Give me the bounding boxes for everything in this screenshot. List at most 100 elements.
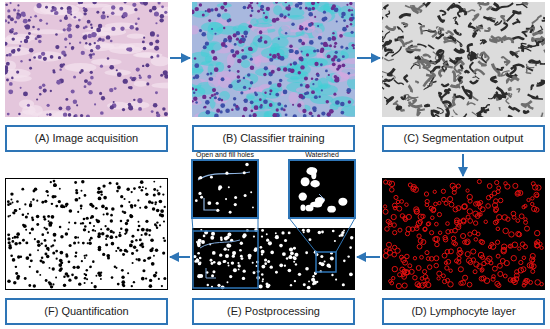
- lymphocyte: [477, 180, 481, 184]
- nucleus: [297, 103, 301, 107]
- texture-stroke: [386, 11, 390, 17]
- flow-arrow: [170, 256, 190, 258]
- counted-cell: [41, 201, 44, 204]
- nucleus: [275, 93, 279, 97]
- nucleus: [20, 60, 22, 62]
- nucleus: [249, 114, 252, 117]
- nucleus: [269, 103, 273, 107]
- nuclei: [5, 2, 168, 117]
- counted-cell: [26, 256, 30, 260]
- nucleus: [275, 2, 278, 4]
- nucleus: [52, 69, 55, 72]
- mask-ground: [192, 228, 355, 290]
- nucleus: [110, 105, 114, 109]
- nucleus: [75, 25, 79, 29]
- mask-object: [229, 211, 232, 214]
- nucleus: [195, 7, 199, 11]
- counted-cell: [84, 194, 87, 197]
- nucleus: [269, 54, 272, 57]
- counted-cell: [29, 203, 32, 206]
- counted-cell: [60, 261, 63, 264]
- mask-object: [212, 251, 216, 255]
- counted-cell: [46, 190, 49, 193]
- counted-cell: [48, 221, 52, 225]
- counted-cell: [129, 244, 133, 248]
- counted-cell: [36, 200, 38, 202]
- nucleus: [290, 63, 292, 65]
- nucleus: [251, 7, 253, 9]
- lymphocyte: [383, 209, 388, 214]
- counted-cell: [162, 193, 164, 195]
- counted-cell: [46, 255, 50, 259]
- lymphocyte: [408, 264, 412, 268]
- lymphocyte: [461, 219, 466, 224]
- counted-cell: [81, 260, 83, 262]
- mask-object: [238, 268, 240, 270]
- mask-object: [223, 260, 226, 263]
- nucleus: [250, 14, 253, 17]
- texture-stroke: [399, 39, 404, 47]
- nucleus: [220, 110, 223, 113]
- nucleus: [318, 95, 320, 97]
- texture-stroke: [455, 22, 458, 25]
- mask-object: [197, 252, 200, 255]
- lymphocyte: [479, 276, 484, 281]
- mask-object: [290, 251, 294, 255]
- counted-cell: [153, 255, 155, 257]
- stroma: [107, 102, 130, 110]
- counted-cell: [47, 249, 49, 251]
- counted-cell: [98, 246, 102, 250]
- nucleus: [42, 84, 45, 87]
- lymphocyte: [492, 275, 496, 279]
- counted-cell: [160, 186, 162, 188]
- texture-stroke: [479, 3, 484, 10]
- counted-cell: [118, 234, 121, 237]
- counted-cell: [41, 256, 44, 259]
- nucleus: [233, 103, 236, 106]
- flow-arrow: [357, 256, 380, 258]
- texture-stroke: [467, 101, 475, 105]
- nucleus: [124, 2, 127, 4]
- nucleus: [13, 9, 16, 12]
- counted-cell: [34, 187, 38, 191]
- texture-stroke: [473, 14, 479, 20]
- nucleus: [237, 80, 240, 83]
- nucleus: [205, 100, 210, 105]
- texture-stroke: [483, 105, 490, 108]
- mask-object: [234, 196, 237, 199]
- lymphocyte: [427, 265, 432, 270]
- texture-stroke: [451, 84, 458, 87]
- counted-cell: [155, 201, 157, 203]
- nucleus: [205, 42, 209, 46]
- nucleus: [236, 38, 239, 41]
- nucleus: [210, 72, 213, 75]
- nucleus: [68, 34, 72, 38]
- texture-stroke: [439, 30, 441, 34]
- mask-object: [305, 251, 308, 254]
- texture-stroke: [454, 49, 463, 52]
- nucleus: [321, 111, 325, 115]
- texture-stroke: [484, 110, 489, 113]
- nucleus: [63, 28, 66, 31]
- counted-cell: [98, 197, 102, 201]
- mask-object: [332, 230, 335, 233]
- nucleus: [335, 77, 340, 82]
- nucleus: [107, 57, 109, 59]
- panel-caption: (C) Segmentation output: [404, 132, 524, 144]
- lymphocyte: [435, 222, 439, 226]
- counted-cell: [47, 191, 49, 193]
- lymphocyte: [500, 259, 505, 264]
- nucleus: [11, 77, 14, 80]
- mask-object: [266, 284, 270, 288]
- texture-stroke: [530, 85, 534, 89]
- counted-cell: [129, 214, 133, 218]
- nucleus: [90, 71, 93, 74]
- lymphocyte: [492, 191, 497, 196]
- nucleus: [149, 9, 152, 12]
- counted-cell: [91, 282, 93, 284]
- nucleus: [229, 69, 231, 71]
- counted-cell: [133, 246, 136, 249]
- nucleus: [287, 7, 291, 11]
- texture-stroke: [452, 71, 454, 82]
- counted-cell: [160, 209, 164, 213]
